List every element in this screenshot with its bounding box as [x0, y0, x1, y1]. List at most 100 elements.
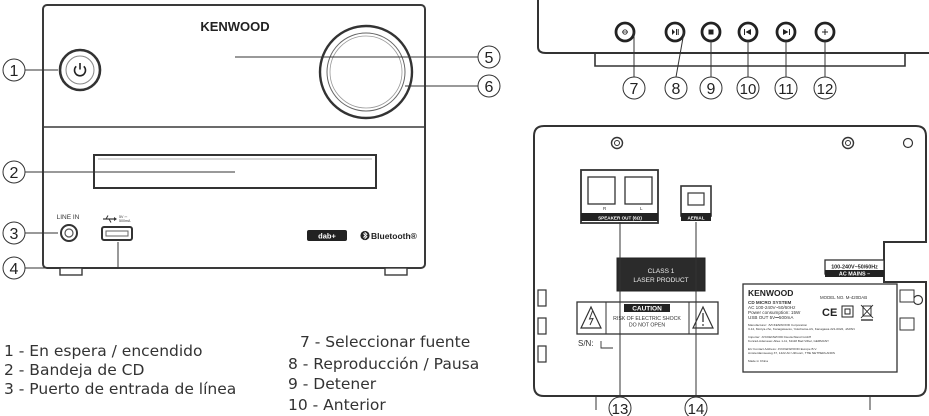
callout-4: 4 [2, 256, 26, 280]
play-pause-icon [672, 29, 679, 35]
callout-3-number: 3 [10, 226, 19, 243]
warning-icon [692, 305, 714, 329]
top-panel [537, 0, 929, 67]
usb-rating: 5V ⎓ 500mA [119, 215, 131, 223]
callout-1-number: 1 [10, 63, 19, 80]
serial-number-label: S/N: [578, 339, 594, 348]
power-icon [73, 63, 87, 77]
callout-14: 14 [684, 396, 708, 416]
bluetooth-icon [362, 231, 368, 240]
laser-line-1: CLASS 1 [648, 268, 675, 275]
callout-6: 6 [477, 74, 501, 98]
callout-4-number: 4 [10, 261, 19, 278]
dab-logo-text: dab+ [318, 232, 336, 241]
next-icon [783, 29, 790, 35]
aerial-label: AERIAL [687, 216, 704, 221]
speaker-out-label: SPEAKER OUT (6Ω) [598, 216, 642, 221]
rating-plate-line: AC 100-240V~50/60Hz [748, 305, 796, 310]
callout-6-number: 6 [485, 79, 494, 96]
callout-9-number: 9 [707, 81, 716, 98]
mains-rating: 100-240V~50/60Hz [831, 265, 878, 271]
double-insulation-icon [841, 305, 854, 318]
front-panel: KENWOOD LINE IN [42, 4, 426, 276]
front-callouts: 1 2 3 4 5 6 [2, 45, 501, 280]
volume-knob[interactable] [318, 24, 414, 120]
previous-button[interactable] [737, 21, 759, 43]
bluetooth-logo: Bluetooth® [360, 230, 418, 241]
line-in-jack[interactable] [60, 224, 78, 242]
volume-icon [822, 29, 828, 35]
rating-plate-line: Konrad-Adenauer-Allee 1-11, 61118 Bad Vi… [748, 339, 829, 343]
usb-rating-line: 500mA [119, 219, 131, 223]
next-button[interactable] [775, 21, 797, 43]
callout-11-number: 11 [778, 81, 794, 98]
volume-button[interactable] [814, 21, 836, 43]
rating-plate-line: CD MICRO SYSTEM [748, 300, 792, 305]
callout-10-number: 10 [740, 81, 757, 98]
bluetooth-logo-text: Bluetooth® [371, 231, 418, 241]
rating-plate-line: Manufacturer: JVCKENWOOD Corporation [748, 323, 807, 327]
callout-12: 12 [813, 76, 837, 100]
legend-item: 7 - Seleccionar fuente [300, 333, 471, 351]
callout-2-number: 2 [10, 165, 19, 182]
speaker-out-terminals[interactable]: R L SPEAKER OUT (6Ω) [580, 169, 659, 224]
legend-item: 10 - Anterior [288, 396, 386, 414]
rating-plate: KENWOOD MODEL NO. M-420DAB CD MICRO SYST… [742, 283, 898, 373]
callout-5: 5 [477, 45, 501, 69]
ac-mains-label: 100-240V~50/60Hz AC MAINS – [824, 259, 885, 278]
legend-item: 2 - Bandeja de CD [4, 361, 145, 379]
aerial-socket[interactable]: AERIAL [680, 185, 712, 221]
caution-label: CAUTION RISK OF ELECTRIC SHOCK DO NOT OP… [576, 301, 719, 335]
callout-8-number: 8 [672, 81, 681, 98]
brand-logo: KENWOOD [200, 19, 269, 34]
model-number: MODEL NO. M-420DAB [820, 295, 867, 300]
legend-item: 8 - Reproducción / Pausa [288, 355, 480, 373]
source-icon [622, 29, 628, 35]
callout-11: 11 [774, 76, 798, 100]
caution-title: CAUTION [632, 306, 662, 313]
caution-line-2: DO NOT OPEN [629, 323, 665, 329]
play-pause-button[interactable] [664, 21, 686, 43]
screw-icon [841, 136, 855, 150]
callout-13: 13 [608, 396, 632, 416]
laser-product-label: CLASS 1 LASER PRODUCT [616, 257, 706, 292]
usb-port[interactable] [101, 226, 133, 241]
rating-plate-line: Made in China [748, 359, 768, 363]
legend-mid: 7 - Seleccionar fuente 8 - Reproducción … [288, 333, 479, 415]
high-voltage-icon [580, 305, 602, 329]
screw-icon [902, 137, 914, 149]
rating-plate-line: 3-12, Moriya-cho, Kanagawa-ku, Yokohama-… [748, 327, 855, 331]
speaker-r-label: R [603, 206, 607, 211]
serial-number: S/N: [578, 339, 613, 349]
callout-1: 1 [2, 58, 26, 82]
rating-plate-line: Power consumption: 15W [748, 310, 801, 315]
power-button[interactable] [58, 48, 102, 92]
legend-left: 1 - En espera / encendido 2 - Bandeja de… [4, 342, 236, 399]
callout-9: 9 [699, 76, 723, 100]
callout-5-number: 5 [485, 50, 494, 67]
rear-callouts: 13 14 [608, 222, 708, 416]
caution-line-1: RISK OF ELECTRIC SHOCK [613, 316, 681, 322]
top-buttons [614, 21, 836, 43]
callout-13-number: 13 [612, 401, 629, 416]
callout-3: 3 [2, 221, 26, 245]
mains-label: AC MAINS – [839, 272, 870, 278]
top-callouts: 7 8 9 10 11 12 [622, 31, 837, 100]
screw-icon [610, 136, 624, 150]
rating-plate-line: Importer: JVCKENWOOD Deutschland GmbH [748, 335, 811, 339]
callout-12-number: 12 [817, 81, 834, 98]
ce-mark: CE [822, 307, 837, 319]
rating-plate-line: USB OUT 5V⎓500mA [748, 315, 794, 320]
callout-10: 10 [736, 76, 760, 100]
callout-14-number: 14 [688, 401, 705, 416]
laser-line-2: LASER PRODUCT [633, 277, 688, 284]
source-button[interactable] [614, 21, 636, 43]
callout-2: 2 [2, 160, 26, 184]
callout-7: 7 [622, 76, 646, 100]
stop-button[interactable] [700, 21, 722, 43]
screw-icon [912, 294, 924, 306]
weee-bin-icon [860, 304, 874, 321]
callout-8: 8 [664, 76, 688, 100]
